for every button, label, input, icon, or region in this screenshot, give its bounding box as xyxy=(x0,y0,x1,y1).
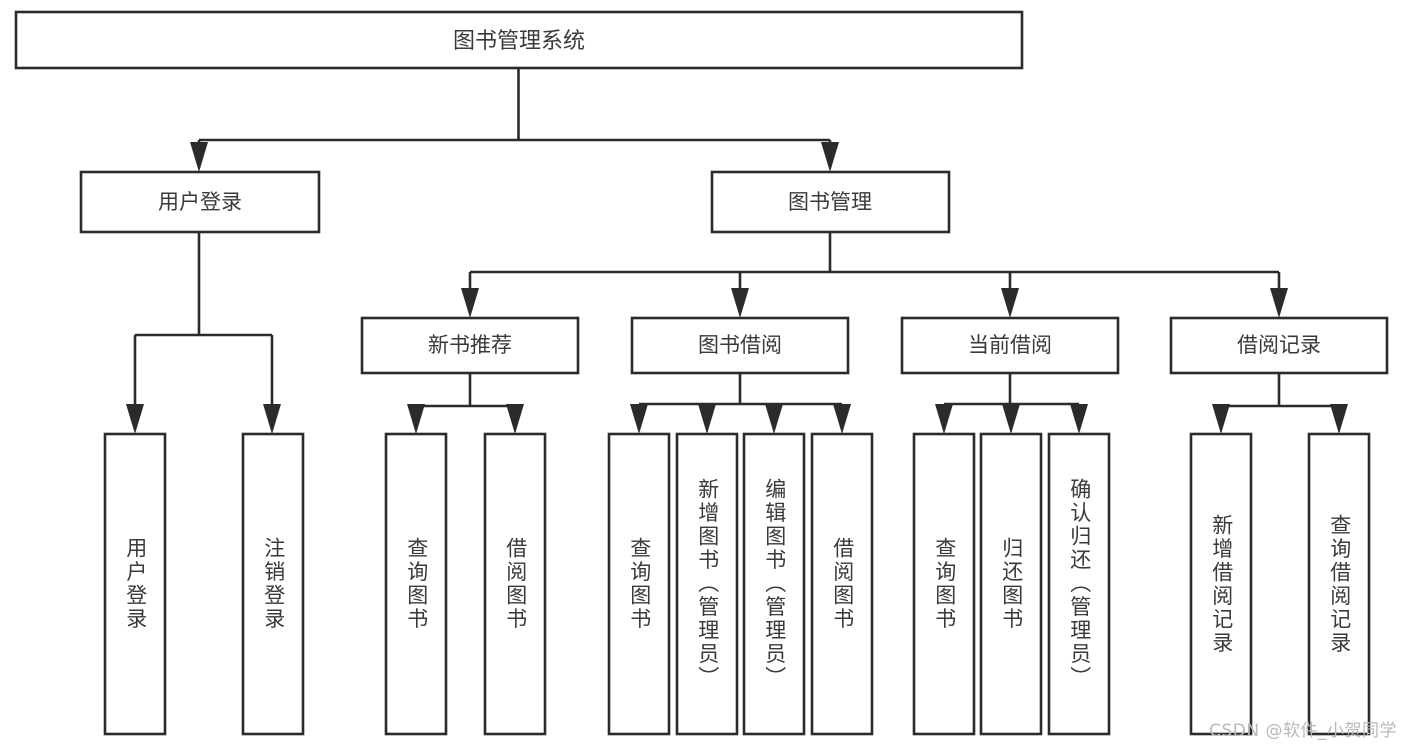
node-current-borrow-box[interactable] xyxy=(900,316,1120,375)
node-user-login-box[interactable] xyxy=(79,170,321,234)
node-current-borrow[interactable]: 当前借阅 xyxy=(900,316,1120,375)
node-new-book-recommend-label: 新书推荐 xyxy=(428,333,512,357)
node-root[interactable]: 图书管理系统 xyxy=(14,10,1024,70)
arrow-head-leaf-edit-book xyxy=(765,404,783,434)
arrow-head-user-login xyxy=(190,142,208,172)
arrow-head-leaf-user-login xyxy=(126,404,144,434)
node-borrow-record[interactable]: 借阅记录 xyxy=(1169,316,1389,375)
connector-group-new-book-recommend xyxy=(407,373,524,434)
leaf-query-book-2-box[interactable] xyxy=(607,432,671,736)
node-user-login[interactable]: 用户登录 xyxy=(79,170,321,234)
node-book-manage-label: 图书管理 xyxy=(788,190,872,214)
leaf-confirm-return-box[interactable] xyxy=(1047,432,1111,736)
connector-group-borrow-record xyxy=(1212,373,1348,434)
leaf-edit-book-box[interactable] xyxy=(742,432,806,736)
node-book-borrow-label: 图书借阅 xyxy=(698,333,782,357)
leaf-borrow-book-1-box[interactable] xyxy=(483,432,547,736)
node-borrow-record-label: 借阅记录 xyxy=(1237,333,1321,357)
arrow-head-leaf-borrow-book-2 xyxy=(833,404,851,434)
leaf-query-record-box[interactable] xyxy=(1307,432,1371,736)
arrow-head-leaf-add-book xyxy=(698,404,716,434)
arrow-head-current-borrow xyxy=(1001,288,1019,318)
leaf-query-book-3-box[interactable] xyxy=(912,432,976,736)
node-book-manage[interactable]: 图书管理 xyxy=(710,170,951,234)
csdn-watermark: CSDN @软件_小贺同学 xyxy=(1209,721,1397,741)
arrow-head-new-book-recommend xyxy=(461,288,479,318)
node-borrow-record-box[interactable] xyxy=(1169,316,1389,375)
node-user-login-label: 用户登录 xyxy=(158,190,242,214)
arrow-head-leaf-query-book-3 xyxy=(935,404,953,434)
leaf-boxes xyxy=(103,432,1371,736)
node-book-borrow[interactable]: 图书借阅 xyxy=(630,316,850,375)
leaf-add-record-box[interactable] xyxy=(1189,432,1253,736)
node-new-book-recommend-box[interactable] xyxy=(360,316,580,375)
arrow-head-borrow-record xyxy=(1270,288,1288,318)
leaf-logout-box[interactable] xyxy=(241,432,305,736)
connector-group-book-manage xyxy=(461,232,1288,318)
connector-group-user-login xyxy=(126,232,281,434)
leaf-add-book-box[interactable] xyxy=(675,432,739,736)
leaf-user-login-box[interactable] xyxy=(103,432,167,736)
arrow-head-leaf-query-record xyxy=(1330,404,1348,434)
node-book-manage-box[interactable] xyxy=(710,170,951,234)
connector-group-root xyxy=(190,68,839,172)
arrow-head-leaf-borrow-book-1 xyxy=(506,404,524,434)
node-new-book-recommend[interactable]: 新书推荐 xyxy=(360,316,580,375)
node-current-borrow-label: 当前借阅 xyxy=(968,333,1052,357)
leaf-return-book-box[interactable] xyxy=(979,432,1043,736)
node-book-borrow-box[interactable] xyxy=(630,316,850,375)
connector-group-current-borrow xyxy=(935,373,1088,434)
arrow-head-leaf-query-book-2 xyxy=(630,404,648,434)
node-root-label: 图书管理系统 xyxy=(453,29,585,54)
arrow-head-book-borrow xyxy=(731,288,749,318)
arrow-head-leaf-confirm-return xyxy=(1070,404,1088,434)
leaf-query-book-1-box[interactable] xyxy=(384,432,448,736)
arrow-head-leaf-add-record xyxy=(1212,404,1230,434)
connector-group-book-borrow xyxy=(630,373,851,434)
arrow-head-leaf-return-book xyxy=(1002,404,1020,434)
arrow-head-leaf-query-book-1 xyxy=(407,404,425,434)
arrow-head-leaf-logout xyxy=(263,404,281,434)
node-root-box[interactable] xyxy=(14,10,1024,70)
arrow-head-book-manage xyxy=(821,142,839,172)
leaf-borrow-book-2-box[interactable] xyxy=(810,432,874,736)
